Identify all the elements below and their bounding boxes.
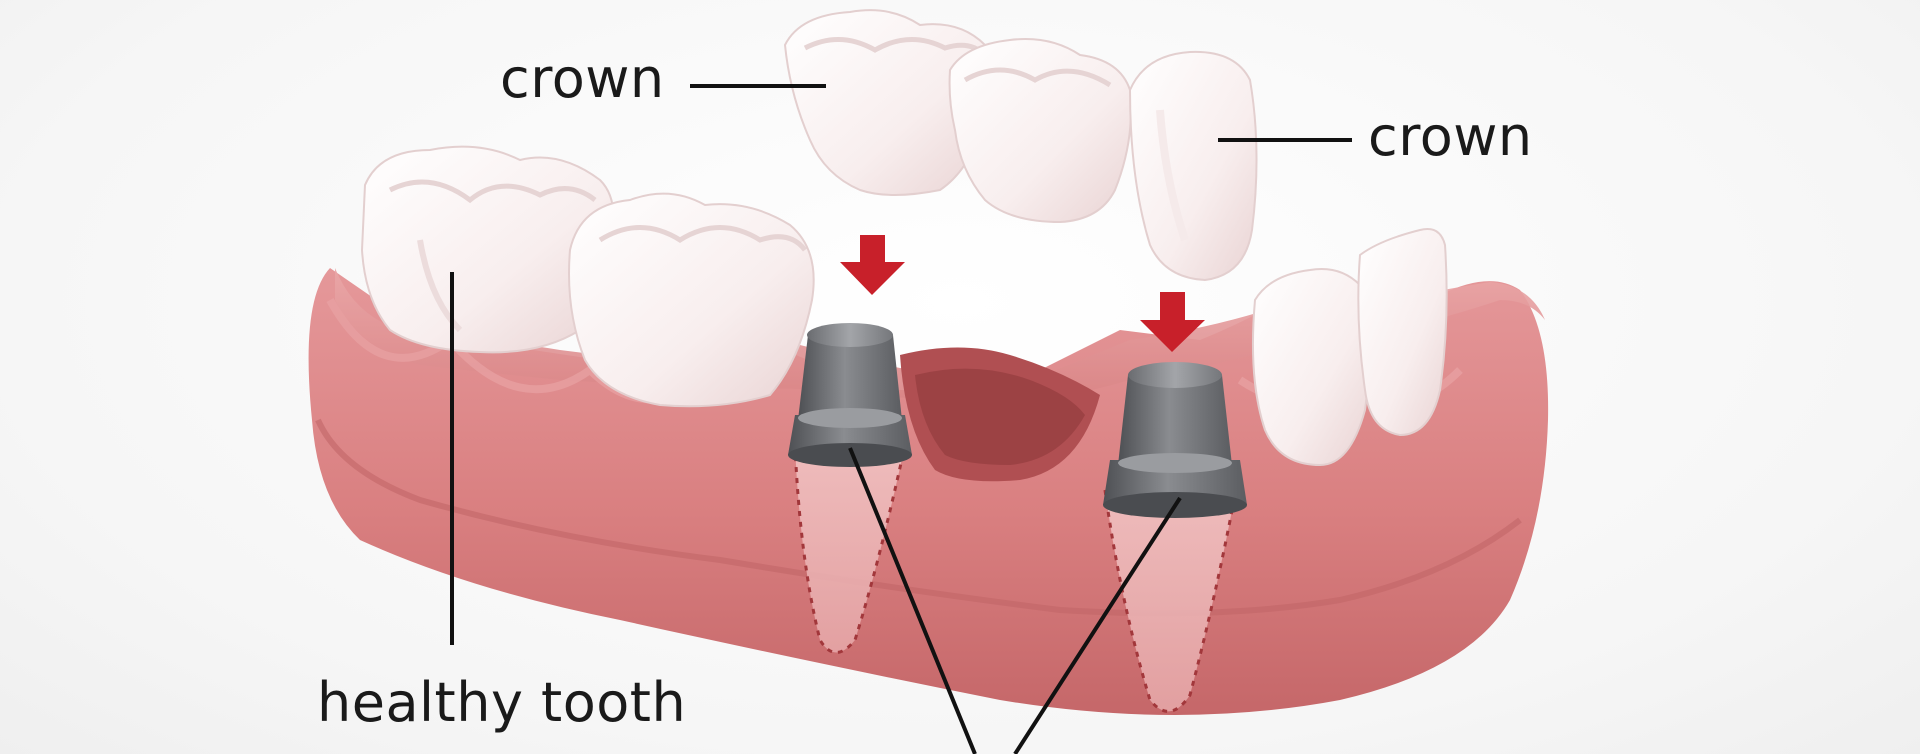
healthy-molar-2: [568, 192, 815, 408]
missing-tooth-gap: [900, 347, 1100, 482]
label-crown-right: crown: [1368, 105, 1533, 168]
healthy-front-teeth-right: [1252, 228, 1448, 467]
leader-lines: [450, 84, 1352, 754]
label-healthy-tooth: healthy tooth: [317, 671, 687, 734]
abutment-left: [788, 323, 912, 467]
leader-line-abutment-left: [848, 447, 977, 754]
label-crown-left: crown: [500, 47, 665, 110]
arrow-down-icon: [840, 235, 905, 295]
abutment-right: [1103, 362, 1247, 518]
implant-root-right: [1103, 489, 1237, 713]
leader-line-abutment-right: [1013, 496, 1182, 754]
bridge-crowns: [783, 9, 1258, 282]
arrow-down-icon: [1140, 292, 1205, 352]
implant-root-left: [793, 444, 907, 654]
